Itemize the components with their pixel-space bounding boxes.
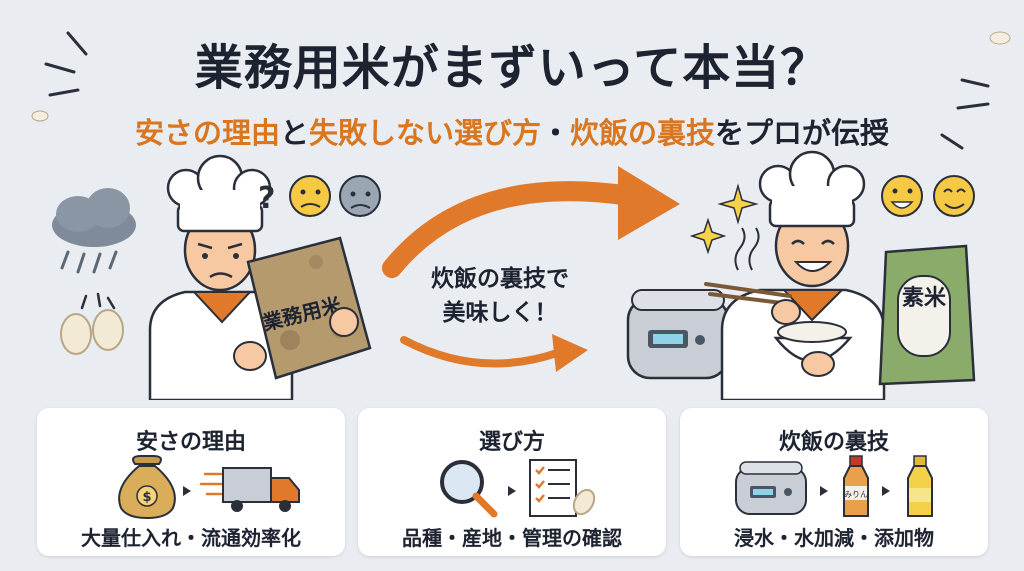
oil-bottle-icon [907,455,933,517]
rain-cloud-icon [52,188,136,274]
transition-arrow-icon [382,166,680,372]
subtitle-part-trick: 炊飯の裏技 [570,116,716,150]
arrow-icon [882,486,890,496]
card-icons [440,459,596,518]
worried-face-icon [289,175,331,217]
card-trick: 炊飯の裏技 みりん 浸水・水加減・添加物 [680,408,988,556]
arrow-icon [820,486,828,496]
svg-text:$: $ [142,490,151,505]
card-title: 選び方 [478,430,545,455]
money-bag-icon: $ [118,455,176,520]
subtitle-part-dot: ・ [541,116,571,150]
subtitle-part-choose: 失敗しない選び方 [308,116,541,150]
illustration-scene: ? 業務用米 [31,31,1011,400]
steam-icon [734,227,760,271]
checklist-icon [529,459,596,517]
sad-face-icon [339,175,381,217]
card-caption: 大量仕入れ・流通効率化 [81,526,301,550]
card-caption: 品種・産地・管理の確認 [402,526,622,550]
cracked-rice-icon [60,292,124,355]
mirin-bottle-icon: みりん [843,455,869,517]
sad-chef-icon: ? [148,154,294,400]
card-caption: 浸水・水加減・添加物 [734,526,934,550]
rice-cooker-icon [735,461,807,515]
arrow-icon [508,486,516,496]
magnifier-icon [440,460,498,518]
smiling-face-icon [933,175,975,217]
rice-grain-icon [31,110,49,122]
subtitle-part-to: と [279,116,309,150]
subtitle-part-reason: 安さの理由 [134,116,280,150]
happy-face-icon [881,175,923,217]
svg-text:?: ? [258,181,275,216]
premium-rice-bag-label: 素米 [901,286,946,311]
rice-grain-icon [989,31,1011,45]
page-title: 業務用米がまずいって本当？ [194,40,830,96]
page-subtitle: 安さの理由と失敗しない選び方・炊飯の裏技をプロが伝授 [0,110,1024,152]
subtitle-part-pro: をプロが伝授 [715,116,890,150]
rice-cooker-icon [626,289,730,380]
happy-chef-icon [704,150,886,400]
middle-message: 炊飯の裏技で 美味しく！ [410,262,590,330]
card-icons: みりん [735,455,933,517]
sparkle-icon [689,183,759,255]
truck-icon [199,467,300,512]
card-title: 炊飯の裏技 [778,430,889,455]
mirin-label: みりん [844,490,868,499]
card-title: 安さの理由 [135,430,246,455]
decor-strokes-icon [44,31,990,150]
middle-message-line2: 美味しく！ [442,300,558,326]
card-icons: $ [118,455,300,520]
premium-rice-bag-icon [878,244,976,386]
card-choose: 選び方 品種・産地・管理の確認 [358,408,666,556]
middle-message-line1: 炊飯の裏技で [431,266,569,292]
arrow-icon [183,486,191,496]
card-reason: 安さの理由 $ 大量仕入れ・流通効率化 [37,408,345,556]
